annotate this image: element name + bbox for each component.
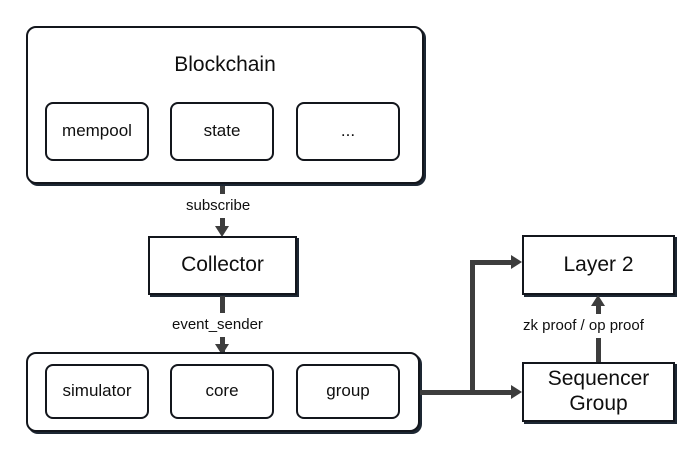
blockchain-child-state-label: state bbox=[203, 121, 241, 141]
edge-group-to-sequencer-line bbox=[420, 390, 516, 395]
sequencer-group-node[interactable]: Sequencer Group bbox=[522, 362, 675, 422]
edge-group-to-layer2-riser bbox=[470, 260, 475, 392]
node-group-child-core-label: core bbox=[205, 381, 239, 401]
layer2-node[interactable]: Layer 2 bbox=[522, 235, 675, 295]
collector-node[interactable]: Collector bbox=[148, 236, 297, 295]
layer2-label: Layer 2 bbox=[563, 252, 634, 276]
edge-subscribe-label: subscribe bbox=[181, 194, 256, 218]
edge-event-sender-label: event_sender bbox=[167, 313, 268, 337]
blockchain-child-ellipsis[interactable]: ... bbox=[296, 102, 400, 161]
collector-label: Collector bbox=[181, 253, 264, 277]
node-group-child-core[interactable]: core bbox=[170, 364, 274, 419]
node-group-child-group[interactable]: group bbox=[296, 364, 400, 419]
edge-proof-label: zk proof / op proof bbox=[518, 314, 649, 338]
blockchain-child-state[interactable]: state bbox=[170, 102, 274, 161]
edge-group-to-layer2-arrowhead bbox=[511, 255, 522, 269]
node-group-child-simulator[interactable]: simulator bbox=[45, 364, 149, 419]
edge-event-sender-arrowhead bbox=[215, 344, 229, 355]
node-group-child-simulator-label: simulator bbox=[62, 381, 132, 401]
blockchain-title: Blockchain bbox=[174, 53, 276, 76]
sequencer-group-label-line2: Group bbox=[569, 392, 628, 415]
node-group-child-group-label: group bbox=[326, 381, 370, 401]
edge-group-to-sequencer-arrowhead bbox=[511, 385, 522, 399]
sequencer-group-label-line1: Sequencer bbox=[547, 367, 650, 391]
blockchain-child-ellipsis-label: ... bbox=[340, 121, 356, 141]
edge-proof-arrowhead bbox=[591, 295, 605, 306]
edge-group-to-layer2-line bbox=[470, 260, 516, 265]
blockchain-child-mempool[interactable]: mempool bbox=[45, 102, 149, 161]
blockchain-child-mempool-label: mempool bbox=[62, 121, 132, 141]
edge-subscribe-arrowhead bbox=[215, 226, 229, 237]
